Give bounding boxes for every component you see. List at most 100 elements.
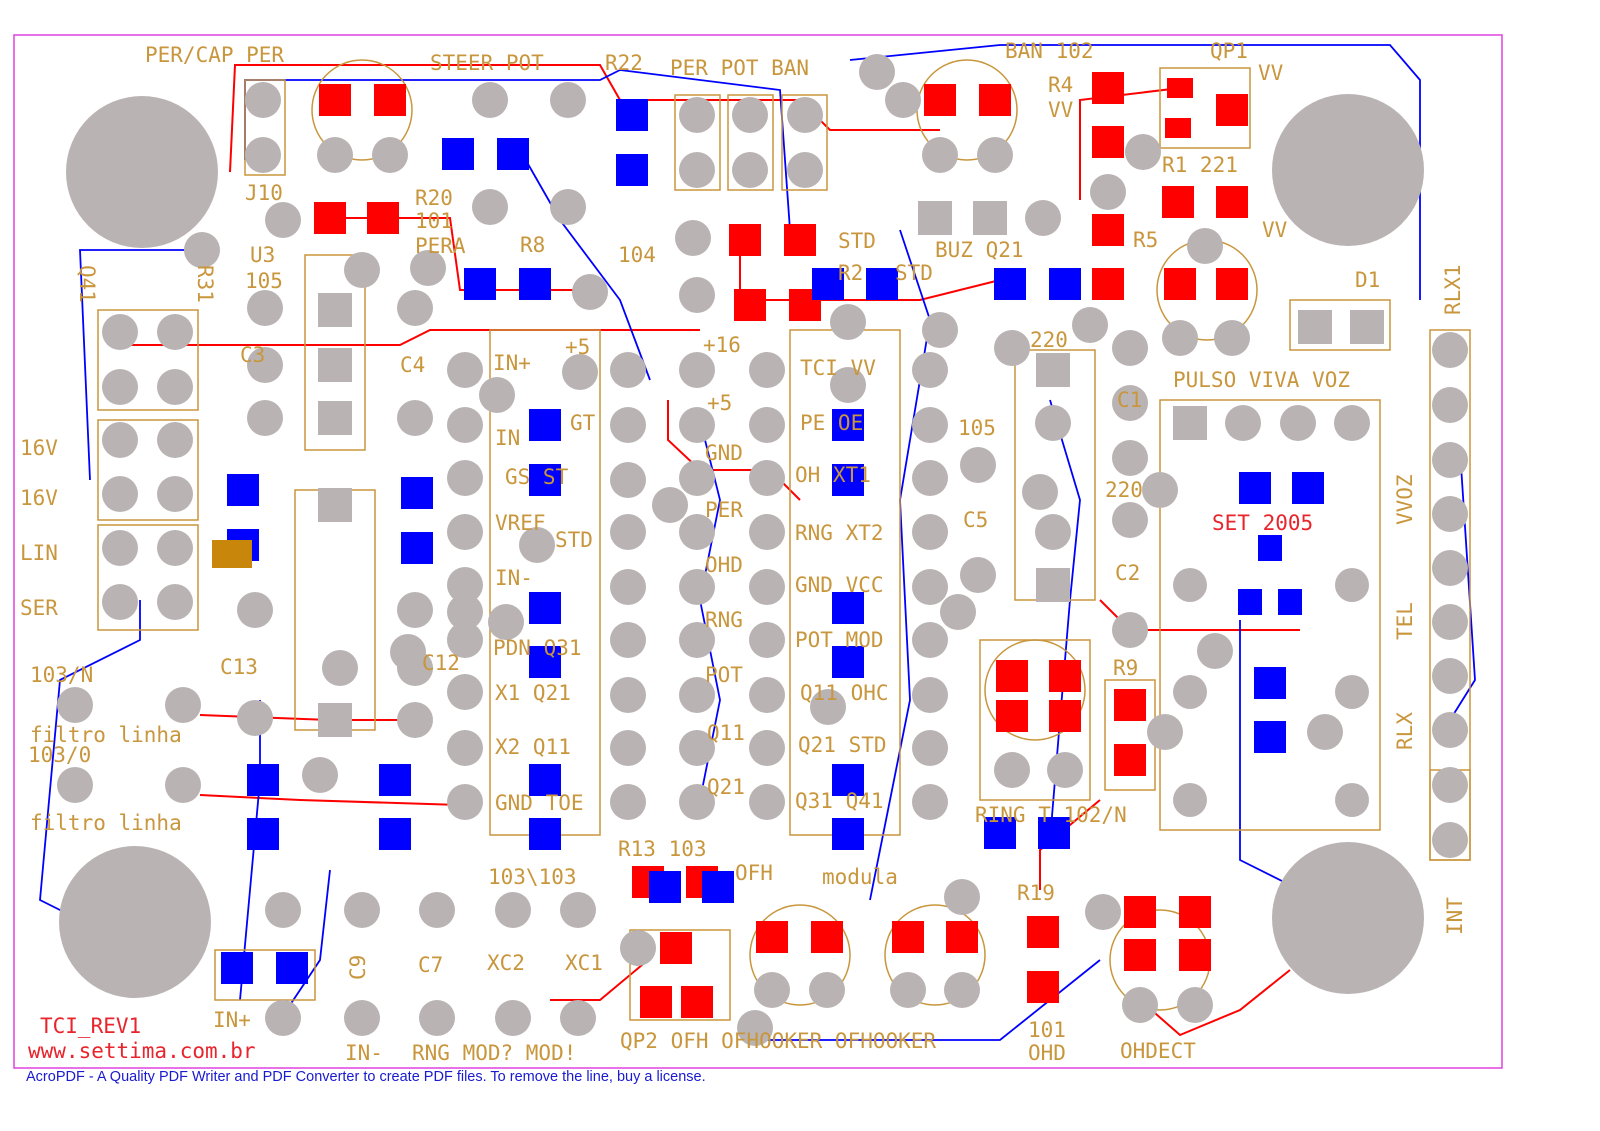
bottom-smd-pad [401, 477, 433, 509]
top-smd-pad [996, 660, 1028, 692]
board-outline [13, 34, 1503, 1069]
through-hole-pad [912, 784, 948, 820]
through-hole-pad [749, 460, 785, 496]
component-outline [97, 524, 199, 631]
silkscreen-label: R2 [838, 261, 863, 285]
component-outline-round [884, 904, 986, 1006]
through-hole-pad [102, 314, 138, 350]
through-hole-pad [679, 622, 715, 658]
through-hole-pad [247, 347, 283, 383]
board-website: www.settima.com.br [28, 1039, 256, 1063]
silkscreen-label: GS ST [505, 465, 569, 489]
silkscreen-label: IN+ [213, 1008, 251, 1032]
silkscreen-label: GT [570, 411, 596, 435]
through-hole-pad [1432, 822, 1468, 858]
silkscreen-label: RNG [705, 608, 743, 632]
silkscreen-label: VV [1048, 98, 1074, 122]
mounting-hole [59, 846, 211, 998]
through-hole-pad [1307, 714, 1343, 750]
silkscreen-label: 105 [245, 269, 283, 293]
through-hole-pad [1147, 714, 1183, 750]
bottom-smd-pad [227, 474, 259, 506]
silkscreen-label: +5 [565, 335, 590, 359]
top-smd-pad [1092, 126, 1124, 158]
top-smd-pad [1124, 896, 1156, 928]
octagon-pad [1173, 568, 1207, 602]
through-hole-pad [390, 634, 426, 670]
through-hole-pad [679, 460, 715, 496]
through-hole-pad [679, 97, 715, 133]
component-outline-round [311, 59, 413, 161]
top-smd-pad [734, 289, 766, 321]
square-pad [318, 703, 352, 737]
through-hole-pad [922, 312, 958, 348]
silkscreen-label: IN- [345, 1041, 383, 1065]
through-hole-pad [610, 407, 646, 443]
through-hole-pad [447, 567, 483, 603]
silkscreen-label: 103\103 [488, 865, 577, 889]
bottom-smd-pad [529, 646, 561, 678]
silkscreen-label: BAN 102 [1005, 39, 1094, 63]
through-hole-pad [157, 314, 193, 350]
silkscreen-label: R8 [520, 233, 545, 257]
bottom-smd-pad [401, 532, 433, 564]
through-hole-pad [610, 352, 646, 388]
bottom-smd-pad [1278, 589, 1302, 615]
silkscreen-label: U3 [250, 243, 275, 267]
silkscreen-label: Q11 [707, 721, 745, 745]
bottom-smd-pad [1238, 589, 1262, 615]
silkscreen-label: C1 [1117, 388, 1142, 412]
through-hole-pad [165, 687, 201, 723]
through-hole-pad [157, 369, 193, 405]
bottom-smd-pad [994, 268, 1026, 300]
through-hole-pad [1432, 442, 1468, 478]
component-outline [1289, 299, 1391, 351]
through-hole-pad [754, 972, 790, 1008]
bottom-smd-pad [529, 818, 561, 850]
bottom-copper-trace [79, 249, 200, 481]
silkscreen-label: Q11 OHC [800, 681, 889, 705]
through-hole-pad [184, 232, 220, 268]
through-hole-pad [977, 137, 1013, 173]
silkscreen-label: PDN Q31 [493, 636, 582, 660]
jumper-pad [212, 540, 252, 568]
silkscreen-label: VVOZ [1393, 474, 1417, 525]
top-smd-pad [892, 921, 924, 953]
through-hole-pad [247, 400, 283, 436]
component-outline [1159, 399, 1381, 831]
through-hole-pad [472, 82, 508, 118]
through-hole-pad [447, 352, 483, 388]
top-smd-pad [996, 700, 1028, 732]
through-hole-pad [1162, 320, 1198, 356]
silkscreen-label: X1 Q21 [495, 681, 571, 705]
component-outline [727, 94, 774, 191]
silkscreen-label: C2 [1115, 561, 1140, 585]
through-hole-pad [859, 54, 895, 90]
through-hole-pad [620, 930, 656, 966]
top-smd-pad [979, 84, 1011, 116]
through-hole-pad [890, 972, 926, 1008]
square-pad [318, 401, 352, 435]
through-hole-pad [610, 730, 646, 766]
through-hole-pad [157, 584, 193, 620]
through-hole-pad [830, 367, 866, 403]
bottom-smd-pad [442, 138, 474, 170]
bottom-smd-pad [649, 871, 681, 903]
through-hole-pad [157, 476, 193, 512]
through-hole-pad [885, 82, 921, 118]
top-smd-pad [1114, 689, 1146, 721]
component-outline [294, 489, 376, 731]
top-smd-pad [1165, 118, 1191, 138]
through-hole-pad [912, 407, 948, 443]
through-hole-pad [237, 592, 273, 628]
through-hole-pad [550, 82, 586, 118]
square-pad [1036, 568, 1070, 602]
silkscreen-label: OHDECT [1120, 1039, 1196, 1063]
square-pad [318, 488, 352, 522]
through-hole-pad [679, 677, 715, 713]
bottom-smd-pad [832, 646, 864, 678]
silkscreen-label: SER [20, 596, 58, 620]
silkscreen-label: C4 [400, 353, 425, 377]
silkscreen-label: 220 [1105, 478, 1143, 502]
square-pad [318, 348, 352, 382]
